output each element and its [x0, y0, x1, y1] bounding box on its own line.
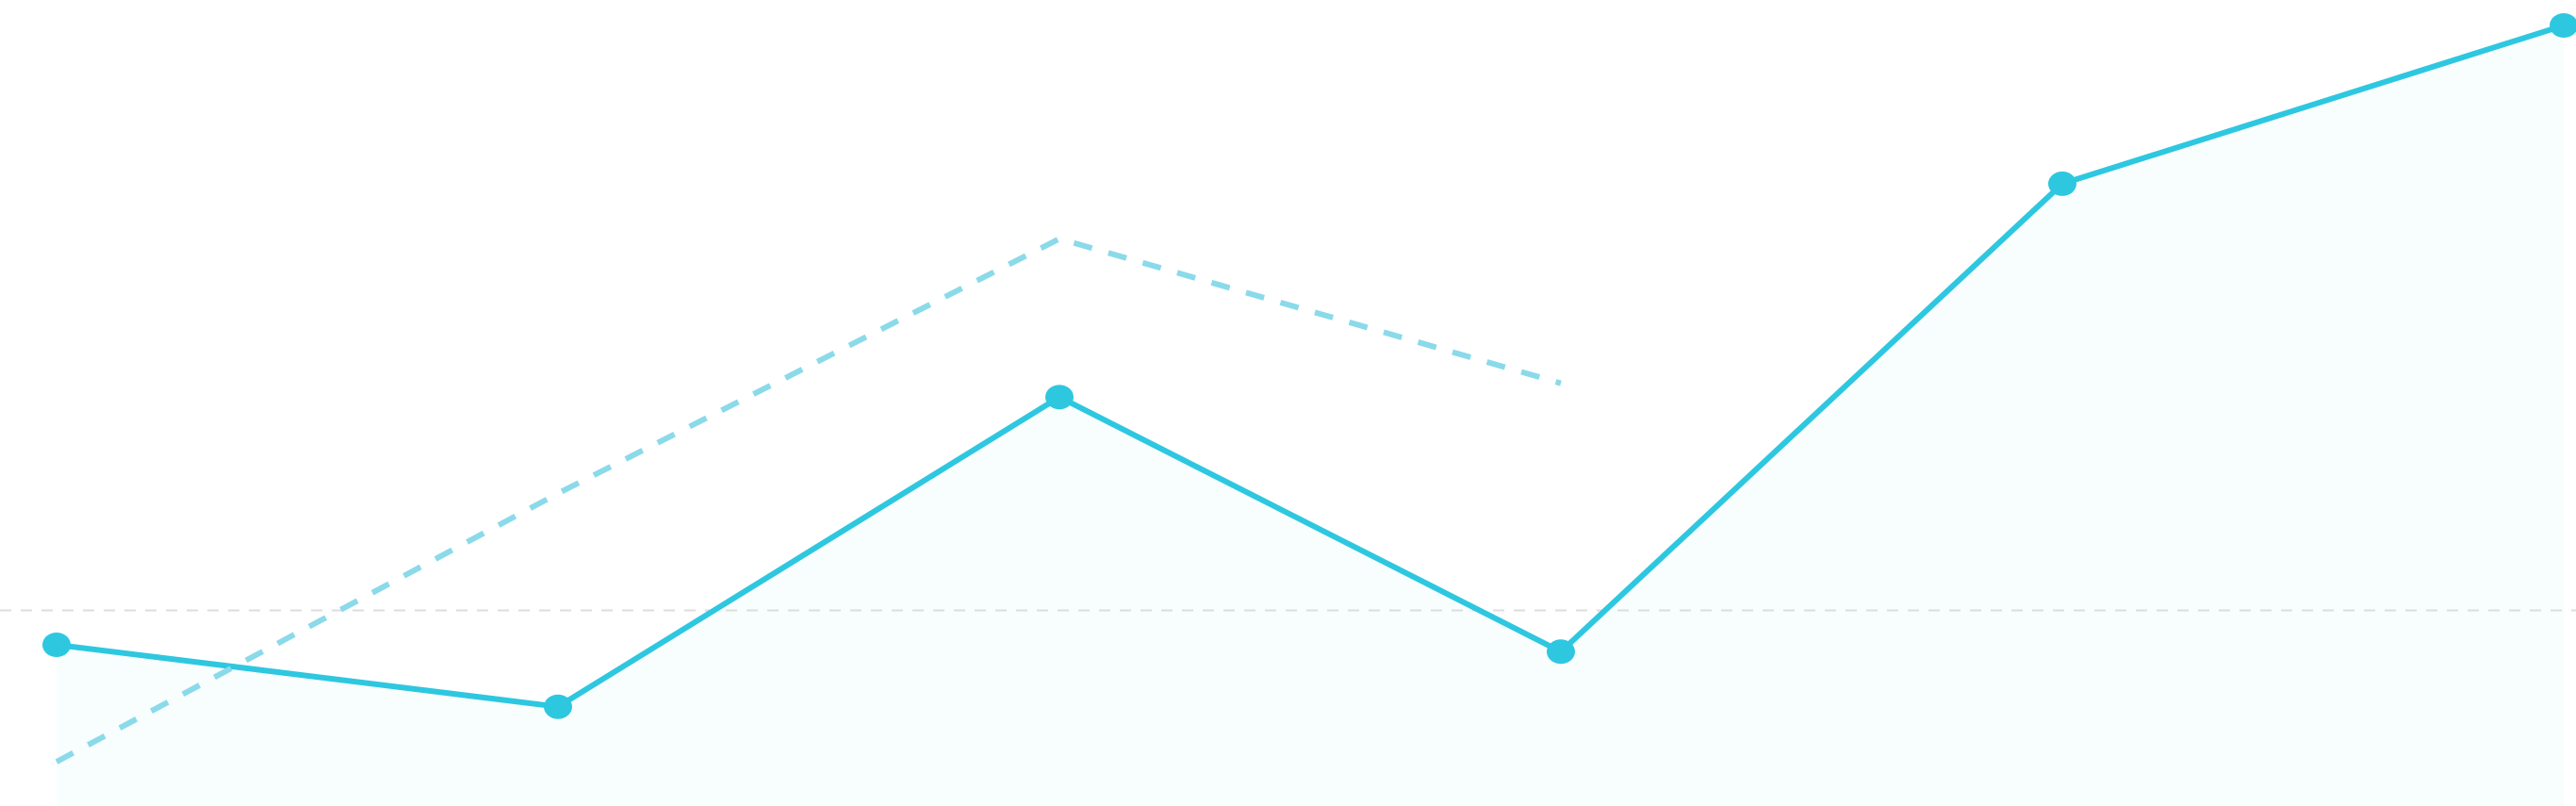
- series-0-point-5: [2550, 13, 2576, 38]
- series-0-point-4: [2048, 171, 2076, 196]
- series-0-point-3: [1547, 639, 1575, 665]
- series-0-line: [54, 23, 2567, 710]
- series-point-layer: [42, 13, 2576, 719]
- series-line-layer: [54, 23, 2567, 765]
- series-0-point-1: [544, 694, 572, 719]
- series-0-point-0: [42, 633, 71, 657]
- series-0-point-2: [1045, 385, 1074, 410]
